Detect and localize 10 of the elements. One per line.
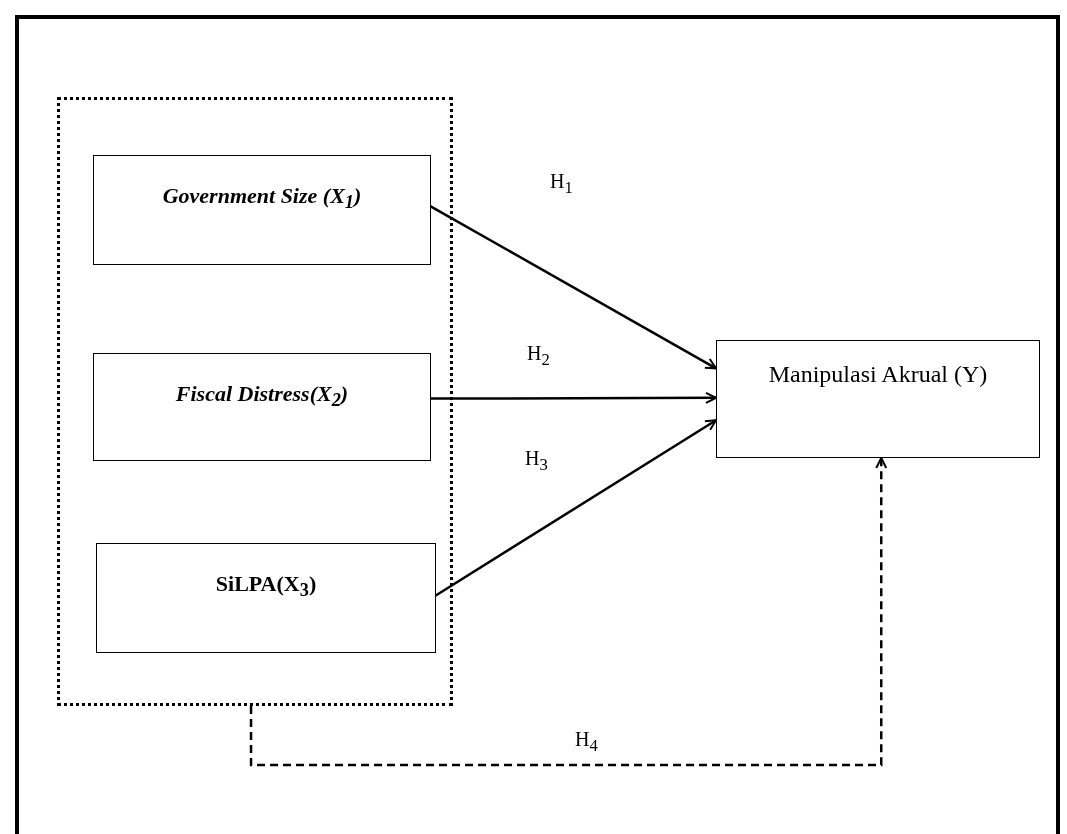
variable-label: SiLPA(X$_{3}$): [214, 570, 318, 603]
variable-box: [96, 543, 436, 653]
variable-label: Manipulasi Akrual (Y): [767, 360, 989, 389]
variable-label: Government Size (X$_{1}$): [161, 182, 363, 215]
variable-box: [93, 353, 431, 461]
variable-label: Fiscal Distress(X$_{2}$): [174, 380, 350, 413]
dotted-group-box: [57, 97, 453, 706]
dashed-arrow: [249, 457, 888, 767]
variable-box: [93, 155, 431, 265]
variable-box: [716, 340, 1040, 458]
